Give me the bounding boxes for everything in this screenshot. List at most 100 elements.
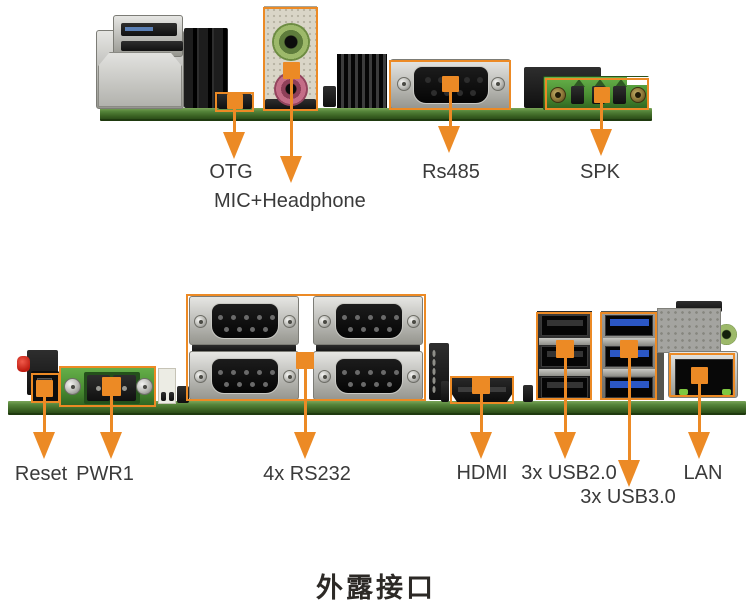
screw — [397, 77, 411, 91]
spk-label: SPK — [579, 161, 621, 183]
usb-slot — [121, 41, 183, 51]
reset-arrow-head — [33, 432, 55, 459]
hdmi-label: HDMI — [456, 462, 508, 484]
headphone-jack — [272, 23, 310, 61]
terminal-wedge — [594, 79, 606, 87]
pwr1-pin — [96, 386, 101, 391]
spk-arrow-head — [590, 129, 612, 156]
pin-holes — [431, 90, 437, 96]
usb2-arrow-head — [554, 432, 576, 459]
rs232-insert — [211, 303, 279, 339]
usb-blue-tab — [125, 27, 153, 31]
pin-holes — [425, 77, 431, 83]
otg-label: OTG — [209, 161, 253, 183]
rs232-gap — [192, 344, 296, 353]
divider — [656, 332, 664, 400]
spk-outline — [545, 78, 649, 110]
screw — [194, 315, 207, 328]
terminal-screw — [550, 87, 566, 103]
screw — [407, 370, 420, 383]
heatsink-cap — [676, 301, 722, 312]
pins — [342, 315, 347, 320]
pins — [218, 370, 223, 375]
lan-arrow — [698, 382, 701, 434]
lan-label: LAN — [683, 462, 723, 484]
lan-jack-face — [98, 52, 182, 107]
rs485-arrow-head — [438, 126, 460, 153]
usb2-port — [541, 315, 588, 336]
rs232-insert — [335, 358, 403, 394]
otg-arrow — [233, 102, 236, 134]
rs485-arrow — [449, 90, 452, 128]
hdmi-arrow — [480, 392, 483, 434]
rs232-port-2 — [313, 296, 423, 345]
reset-marker — [36, 380, 53, 397]
lan-marker — [691, 367, 708, 384]
rs485-label: Rs485 — [422, 161, 480, 183]
slot — [169, 392, 174, 401]
small-component — [523, 385, 533, 402]
rs232-insert — [335, 303, 403, 339]
bottom-board-pcb-edge — [8, 401, 746, 415]
rs232-label: 4x RS232 — [263, 463, 351, 485]
jumper-pins — [432, 349, 436, 393]
lan-led-left — [679, 389, 688, 395]
usb3-arrow-head — [618, 460, 640, 487]
usb3-label: 3x USB3.0 — [580, 486, 676, 508]
spk-terminal — [543, 76, 649, 110]
usb-tongue — [547, 320, 583, 326]
screw — [318, 315, 331, 328]
pins — [342, 370, 347, 375]
pins — [218, 315, 223, 320]
heatsink-fins — [337, 54, 387, 108]
rs232-port-3 — [189, 351, 299, 400]
otg-arrow-head — [223, 132, 245, 159]
reset-arrow — [43, 395, 46, 434]
pins — [348, 382, 353, 387]
usb3-tongue — [610, 319, 649, 326]
screw — [136, 378, 153, 395]
mic-headphone-arrow — [290, 79, 293, 158]
rs232-insert — [211, 358, 279, 394]
pins — [224, 382, 229, 387]
rs232-gap — [316, 344, 420, 353]
bolt — [323, 86, 336, 107]
diagram-title: 外露接口 — [316, 573, 436, 600]
rs232-arrow — [304, 367, 307, 434]
screw — [64, 378, 81, 395]
usb-slot — [121, 23, 177, 36]
pwr1-outline — [59, 366, 156, 407]
usb3-marker — [620, 340, 638, 358]
reset-label: Reset — [14, 463, 68, 485]
hdmi-marker — [472, 377, 490, 394]
spk-marker — [594, 87, 610, 103]
screw — [491, 77, 505, 91]
small-component — [441, 381, 449, 402]
usb-stack-top — [113, 15, 183, 57]
usb2-label: 3x USB2.0 — [521, 462, 617, 484]
terminal-screw — [630, 87, 646, 103]
screw — [283, 370, 296, 383]
spk-arrow — [600, 100, 603, 131]
pwr1-pin — [122, 386, 127, 391]
slot — [161, 392, 166, 401]
screw — [283, 315, 296, 328]
screw — [318, 370, 331, 383]
heatsink-bottom — [657, 308, 721, 353]
mic-headphone-marker — [283, 62, 300, 79]
mic-headphone-arrow-head — [280, 156, 302, 183]
rs485-marker — [442, 76, 459, 92]
pwr1-arrow-head — [100, 432, 122, 459]
rs232-arrow-head — [294, 432, 316, 459]
pins — [224, 327, 229, 332]
pwr1-label: PWR1 — [76, 463, 134, 485]
pins — [348, 327, 353, 332]
white-connector — [158, 368, 176, 404]
usb2-marker — [556, 340, 574, 358]
screw — [407, 315, 420, 328]
usb2-arrow — [564, 356, 567, 434]
terminal-wedge — [573, 79, 585, 87]
lan-arrow-head — [688, 432, 710, 459]
mic-headphone-label: MIC+Headphone — [214, 190, 366, 212]
